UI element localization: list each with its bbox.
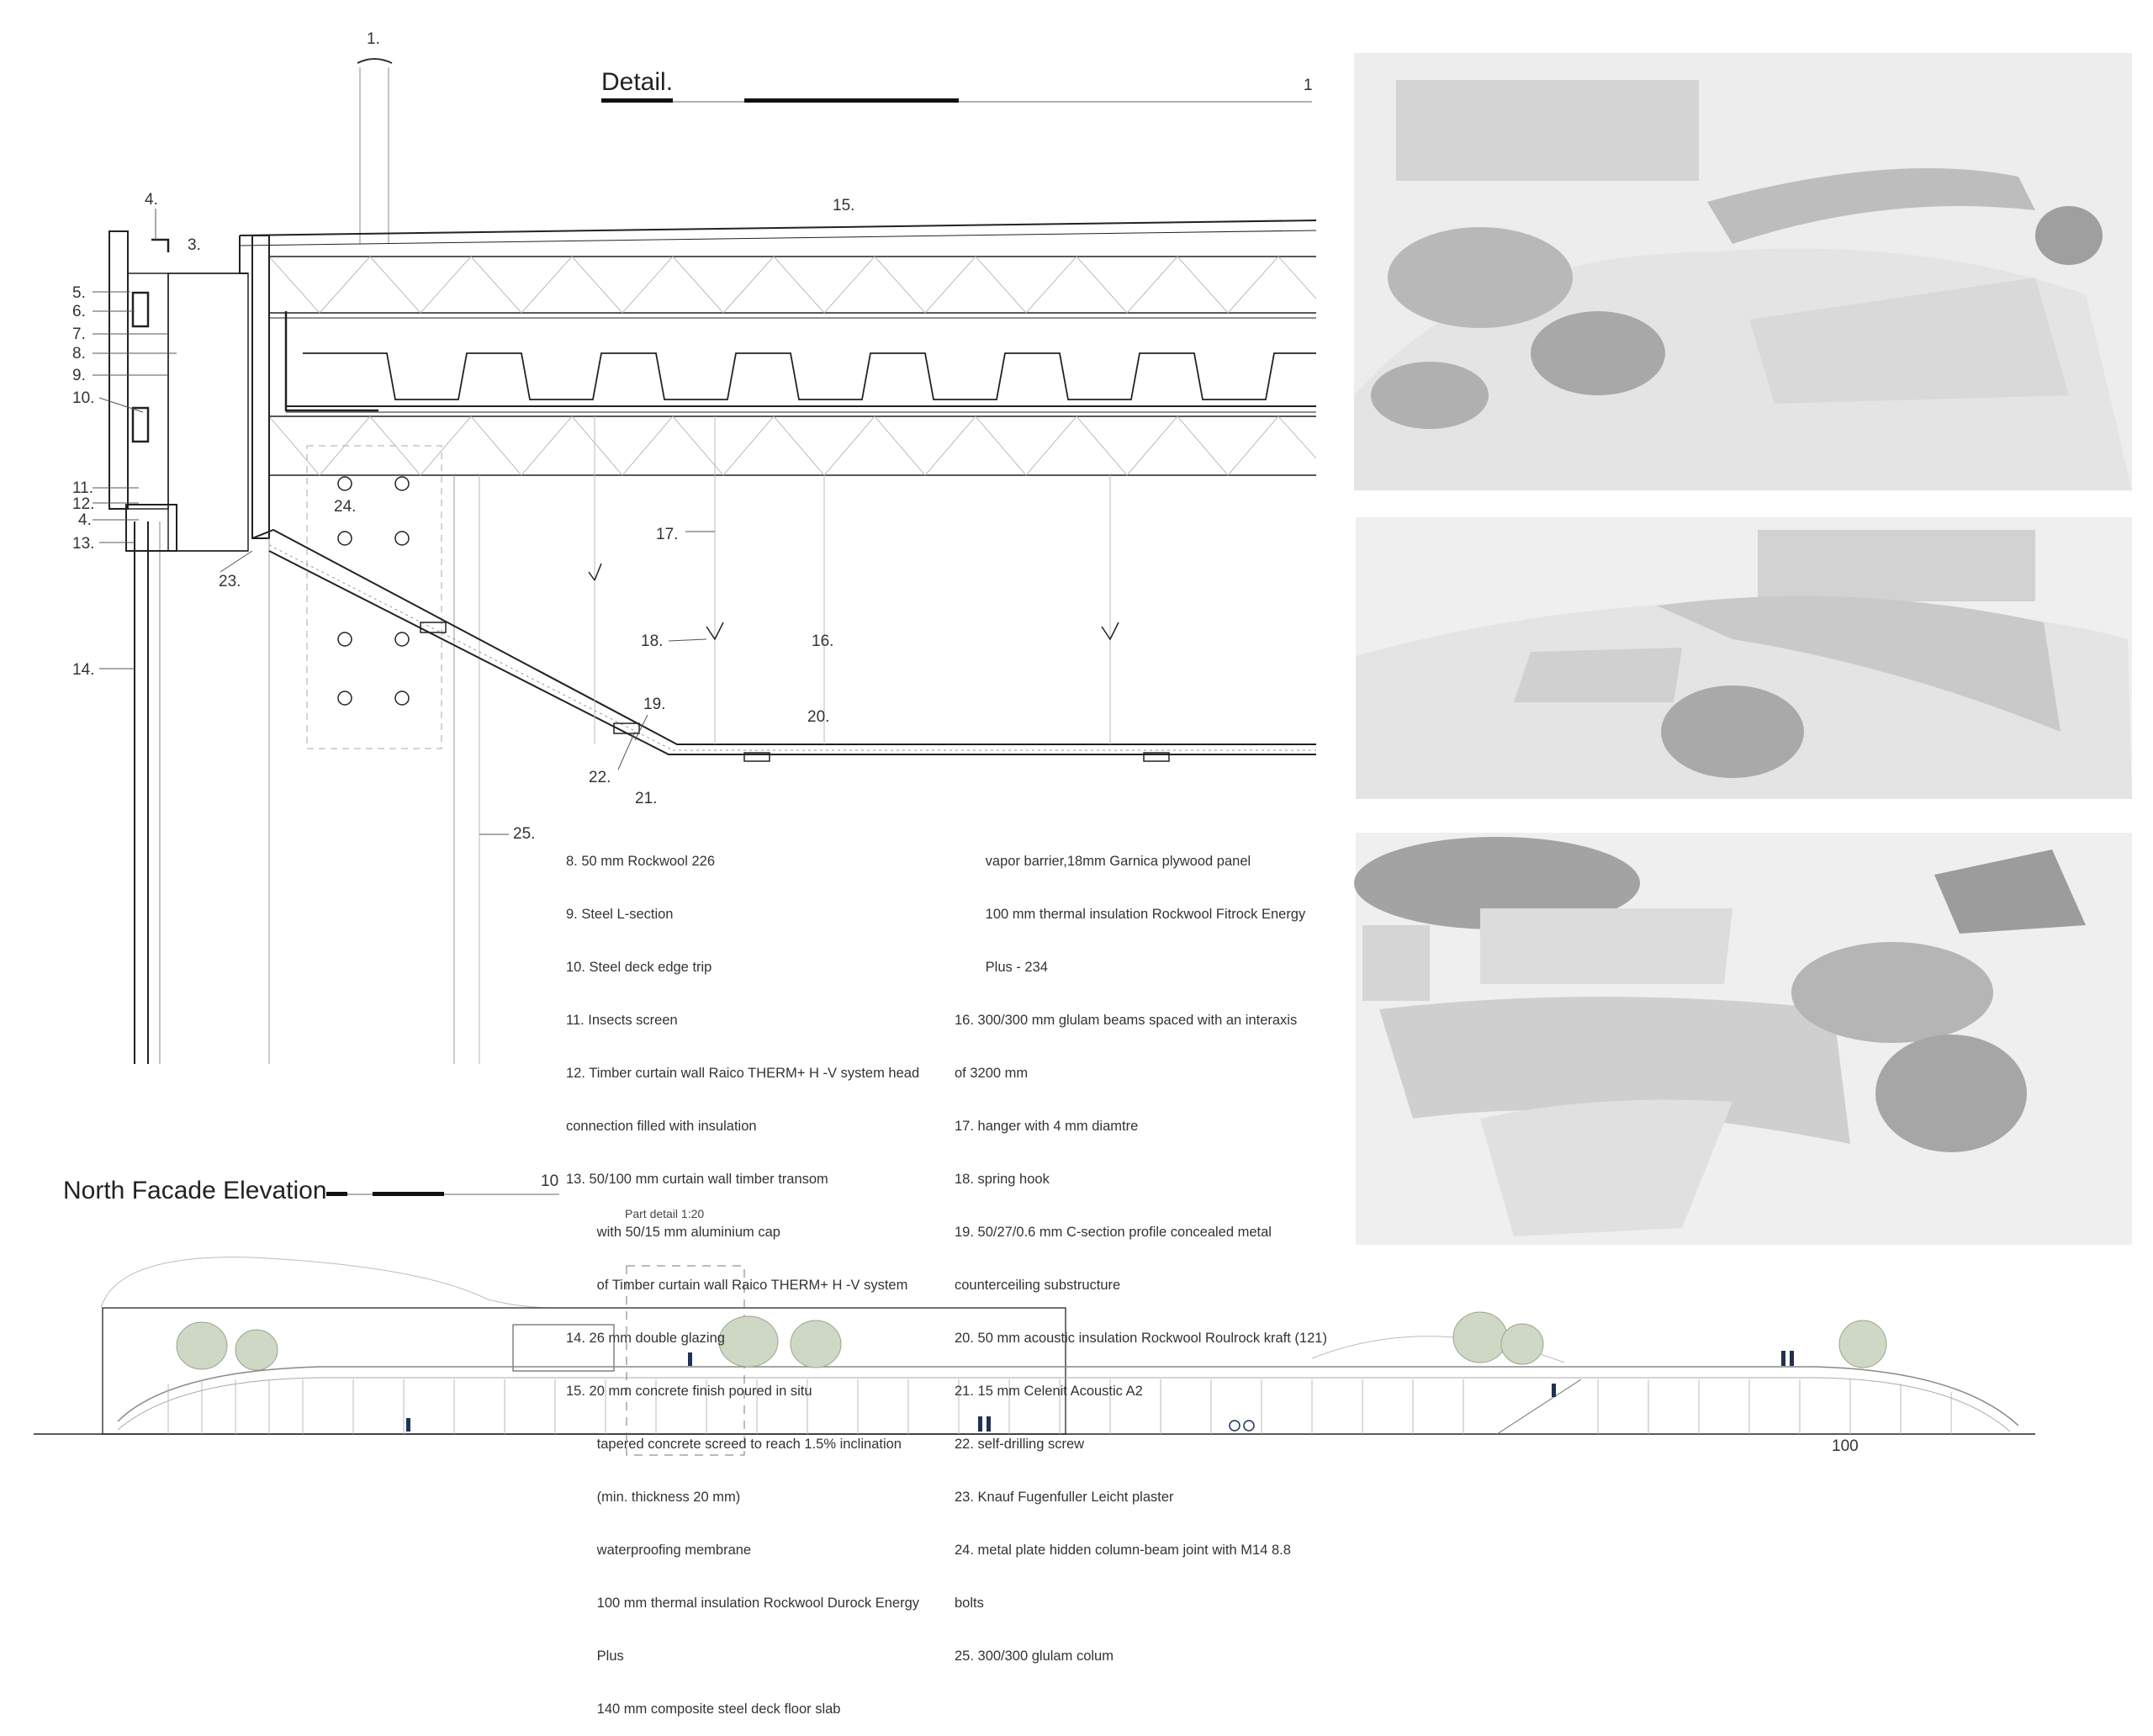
legend-item: 9. Steel L-section xyxy=(566,907,674,922)
legend-item: 22. self-drilling screw xyxy=(955,1437,1085,1452)
legend-item: 24. metal plate hidden column-beam joint… xyxy=(955,1543,1291,1558)
legend-item: waterproofing membrane xyxy=(566,1543,752,1558)
legend-item: 100 mm thermal insulation Rockwool Fitro… xyxy=(955,907,1306,922)
legend-item: 8. 50 mm Rockwool 226 xyxy=(566,854,715,869)
legend-item: of 3200 mm xyxy=(955,1066,1029,1081)
callout-1: 1. xyxy=(367,30,380,48)
callout-labels-inner: 15. 24. 23. 17. 18. 16. 19. 20. 22. 21. … xyxy=(219,197,854,843)
legend-item: 17. hanger with 4 mm diamtre xyxy=(955,1119,1139,1134)
legend-column-1: 8. 50 mm Rockwool 226 9. Steel L-section… xyxy=(566,818,919,1736)
legend-item: 100 mm thermal insulation Rockwool Duroc… xyxy=(566,1596,920,1611)
legend-item: (min. thickness 20 mm) xyxy=(566,1490,741,1505)
legend-item: tapered concrete screed to reach 1.5% in… xyxy=(566,1437,902,1452)
part-detail-label: Part detail 1:20 xyxy=(625,1207,704,1220)
callout-label: 12. xyxy=(72,495,94,513)
callout-label: 3. xyxy=(188,236,201,254)
callout-label: 7. xyxy=(72,326,86,343)
callout-label: 6. xyxy=(72,303,86,320)
people-figures xyxy=(406,1351,1794,1432)
legend-item: 18. spring hook xyxy=(955,1172,1050,1187)
legend-item: vapor barrier,18mm Garnica plywood panel xyxy=(955,854,1251,869)
callout-label: 9. xyxy=(72,367,86,384)
callout-label: 10. xyxy=(72,389,94,407)
detail-title: Detail. xyxy=(601,68,673,96)
legend-item: 13. 50/100 mm curtain wall timber transo… xyxy=(566,1172,828,1187)
elevation-scale-number: 10 xyxy=(541,1172,558,1190)
render-aerial-2 xyxy=(1356,517,2132,799)
section-detail xyxy=(108,220,1317,1064)
legend-item: 140 mm composite steel deck floor slab xyxy=(566,1702,841,1717)
legend-item: 15. 20 mm concrete finish poured in situ xyxy=(566,1384,812,1399)
callout-label: 5. xyxy=(72,284,86,302)
legend-item: 16. 300/300 mm glulam beams spaced with … xyxy=(955,1013,1298,1028)
legend-item: 11. Insects screen xyxy=(566,1013,678,1028)
scale-bar xyxy=(601,98,673,103)
drain-cap-icon xyxy=(357,58,393,64)
callout-label: 4. xyxy=(78,511,92,529)
legend-item: Plus - 234 xyxy=(955,960,1048,975)
legend-item: 19. 50/27/0.6 mm C-section profile conce… xyxy=(955,1225,1272,1240)
cyclist-icon xyxy=(1229,1420,1240,1432)
callout-labels-left: 4. 3. 5. 6. 7. 8. 9. 10. 11. 12. 4. 13. … xyxy=(72,191,201,679)
elevation-scale-bar xyxy=(326,1192,347,1196)
legend-item: Plus xyxy=(566,1649,624,1664)
render-aerial-1 xyxy=(1354,53,2132,490)
detail-scale-number: 1 xyxy=(1304,77,1313,94)
legend-item: 21. 15 mm Celenit Acoustic A2 xyxy=(955,1384,1143,1399)
callout-label: 4. xyxy=(145,191,158,209)
callout-label: 14. xyxy=(72,661,94,679)
callout-25: 25. xyxy=(513,825,535,843)
callout-16: 16. xyxy=(812,632,833,650)
callout-19: 19. xyxy=(643,696,665,713)
callout-17: 17. xyxy=(656,526,678,543)
north-facade-elevation xyxy=(34,1257,2035,1456)
callout-24: 24. xyxy=(334,498,356,516)
elevation-title: North Facade Elevation xyxy=(63,1177,327,1204)
callout-15: 15. xyxy=(833,197,854,214)
elevation-bottom-scale: 100 xyxy=(1832,1437,1859,1455)
legend-item: of Timber curtain wall Raico THERM+ H -V… xyxy=(566,1278,908,1293)
callout-22: 22. xyxy=(589,769,611,786)
callout-18: 18. xyxy=(641,632,663,650)
legend-item: with 50/15 mm aluminium cap xyxy=(566,1225,780,1240)
legend-item: 10. Steel deck edge trip xyxy=(566,960,712,975)
legend-item: 20. 50 mm acoustic insulation Rockwool R… xyxy=(955,1331,1327,1346)
legend-item: bolts xyxy=(955,1596,984,1611)
callouts-left xyxy=(93,209,177,670)
elevation-trees xyxy=(176,1311,1887,1371)
legend-item: connection filled with insulation xyxy=(566,1119,757,1134)
legend-item: 12. Timber curtain wall Raico THERM+ H -… xyxy=(566,1066,920,1081)
callout-label: 11. xyxy=(72,479,93,497)
drawing-sheet: Detail. 1 1. xyxy=(34,30,2132,1456)
callout-label: 8. xyxy=(72,345,86,363)
legend-column-2: vapor barrier,18mm Garnica plywood panel… xyxy=(955,818,1327,1683)
legend-item: 23. Knauf Fugenfuller Leicht plaster xyxy=(955,1490,1174,1505)
callout-label: 13. xyxy=(72,535,94,553)
legend-item: 14. 26 mm double glazing xyxy=(566,1331,725,1346)
legend-item: counterceiling substructure xyxy=(955,1278,1121,1293)
callout-23: 23. xyxy=(219,573,241,590)
callout-21: 21. xyxy=(635,790,657,807)
callout-20: 20. xyxy=(807,708,829,726)
render-aerial-3 xyxy=(1354,833,2132,1245)
legend-item: 25. 300/300 glulam colum xyxy=(955,1649,1114,1664)
